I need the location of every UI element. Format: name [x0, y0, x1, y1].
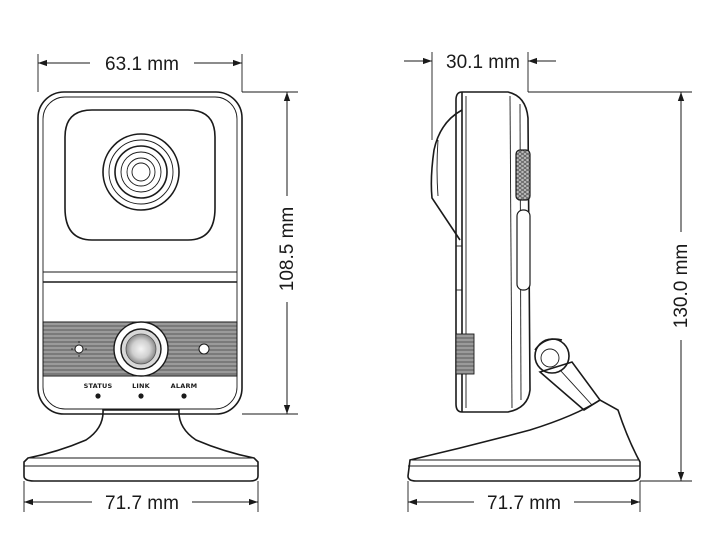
front-height-label: 108.5 mm	[277, 207, 298, 291]
side-knurled-dial	[515, 149, 531, 201]
side-height-dimension: 130.0 mm	[528, 91, 692, 482]
front-view: STATUS LINK ALARM 63.1 mm 108.5 mm	[23, 54, 298, 514]
led-label-link: LINK	[132, 382, 151, 390]
side-depth-dimension: 30.1 mm	[404, 52, 556, 140]
light-sensor-icon	[71, 341, 87, 357]
front-width-label: 63.1 mm	[105, 54, 179, 75]
side-slot	[516, 209, 531, 291]
side-camera-body	[430, 91, 531, 413]
led-alarm	[181, 393, 187, 399]
front-center-button	[113, 321, 169, 377]
led-indicators: STATUS LINK ALARM	[84, 382, 198, 399]
side-view: 30.1 mm 130.0 mm 71.7 mm	[404, 52, 692, 514]
side-base-dimension: 71.7 mm	[407, 481, 641, 514]
front-base-width-label: 71.7 mm	[105, 493, 179, 514]
led-link	[138, 393, 144, 399]
side-depth-label: 30.1 mm	[446, 52, 520, 73]
side-stand	[407, 338, 641, 482]
ir-sensor-icon	[198, 343, 210, 355]
front-height-dimension: 108.5 mm	[242, 91, 298, 415]
led-label-alarm: ALARM	[171, 382, 198, 390]
led-label-status: STATUS	[84, 382, 113, 390]
front-width-dimension: 63.1 mm	[37, 54, 243, 92]
front-camera-body: STATUS LINK ALARM	[37, 91, 243, 415]
front-lens	[102, 133, 180, 211]
front-base-dimension: 71.7 mm	[23, 481, 259, 514]
led-status	[95, 393, 101, 399]
side-base-width-label: 71.7 mm	[487, 493, 561, 514]
front-stand	[23, 409, 259, 482]
side-height-label: 130.0 mm	[671, 244, 692, 328]
